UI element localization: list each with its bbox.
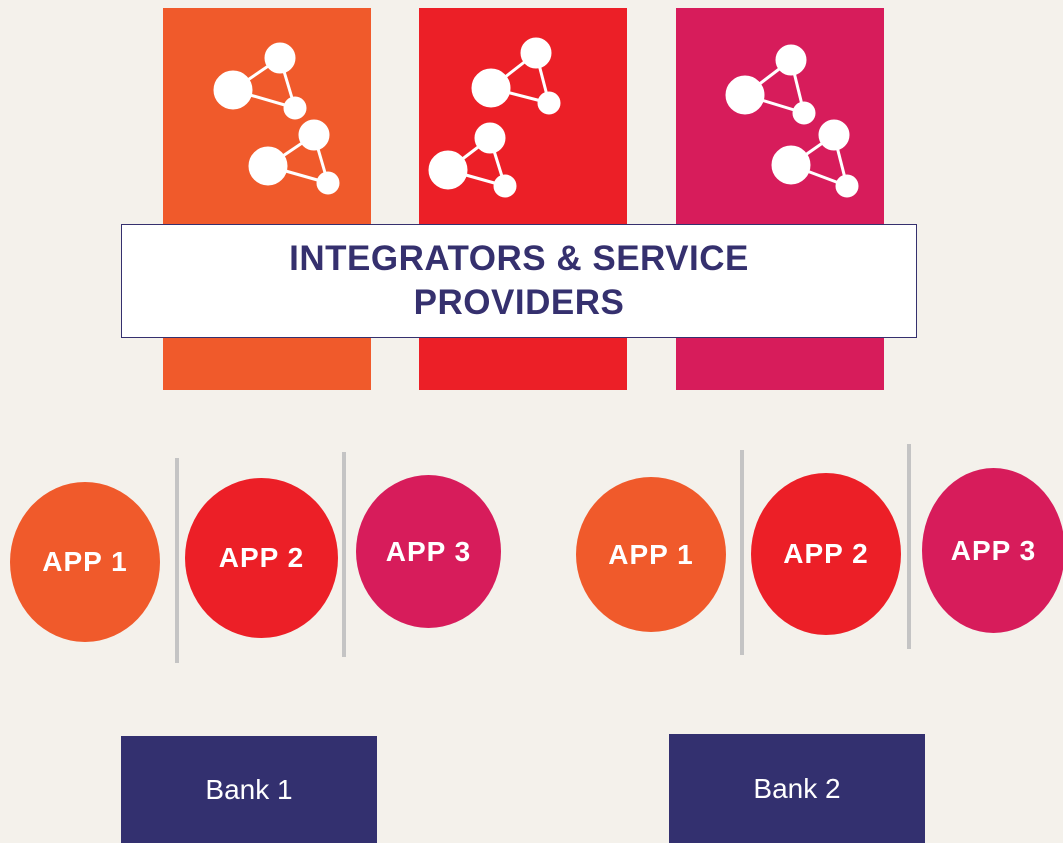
- divider: [175, 458, 179, 663]
- network-molecule-icon: [428, 37, 561, 198]
- divider: [342, 452, 346, 657]
- divider: [907, 444, 911, 649]
- app-label: APP 3: [385, 535, 472, 567]
- app-circle-group1-app1: APP 1: [10, 482, 160, 642]
- app-label: APP 2: [783, 538, 869, 569]
- bank-label: Bank 2: [753, 772, 841, 804]
- network-molecule-icon: [725, 44, 859, 198]
- network-molecule-icon: [213, 42, 340, 195]
- app-label: APP 1: [608, 538, 694, 570]
- banner-title: INTEGRATORS & SERVICE PROVIDERS: [289, 239, 749, 322]
- app-label: APP 2: [218, 542, 305, 573]
- app-circle-group1-app3: APP 3: [356, 475, 501, 628]
- app-label: APP 3: [950, 534, 1037, 566]
- bank-box-2: Bank 2: [669, 734, 925, 843]
- app-circle-group1-app2: APP 2: [185, 478, 338, 638]
- app-circle-group2-app3: APP 3: [922, 468, 1063, 633]
- bank-box-1: Bank 1: [121, 736, 377, 843]
- app-label: APP 1: [42, 546, 128, 577]
- bank-label: Bank 1: [205, 773, 293, 805]
- divider: [740, 450, 744, 655]
- integrators-banner: INTEGRATORS & SERVICE PROVIDERS: [121, 224, 917, 338]
- app-circle-group2-app2: APP 2: [751, 473, 901, 635]
- app-circle-group2-app1: APP 1: [576, 477, 726, 632]
